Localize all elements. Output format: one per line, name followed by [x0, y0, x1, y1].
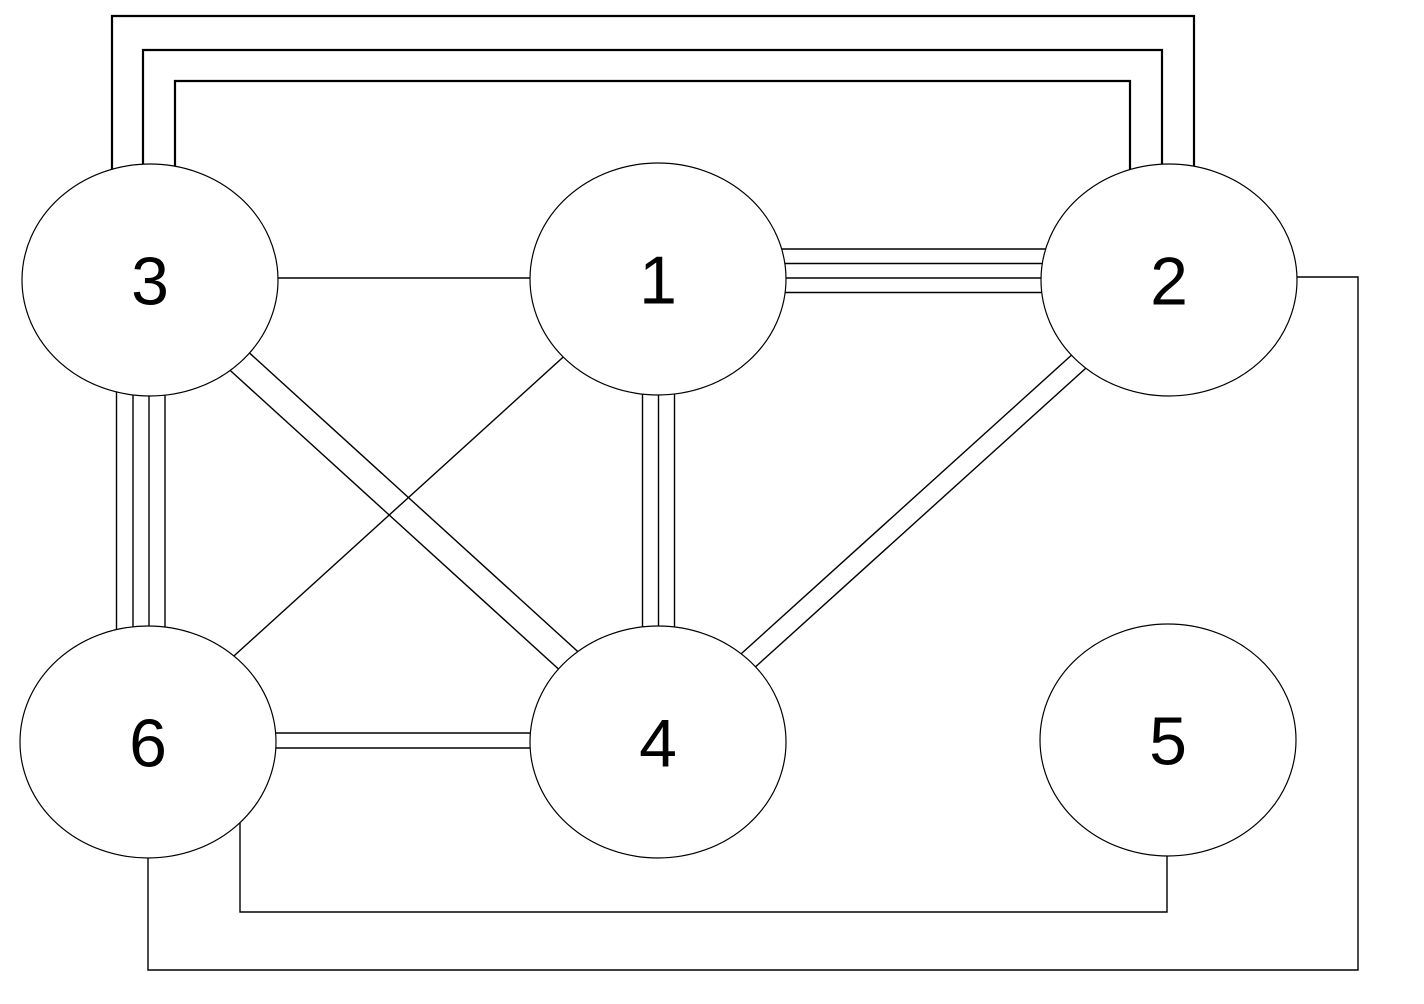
node-3-circle	[21, 163, 279, 397]
node-1-circle	[529, 162, 787, 396]
node-2: 2	[1040, 163, 1298, 397]
node-5: 5	[1039, 623, 1297, 857]
node-1-label: 1	[639, 242, 677, 318]
node-6-label: 6	[129, 705, 167, 781]
node-6-circle	[19, 625, 277, 859]
node-6: 6	[19, 625, 277, 859]
node-2-circle	[1040, 163, 1298, 397]
node-4: 4	[529, 625, 787, 859]
node-3: 3	[21, 163, 279, 397]
node-4-circle	[529, 625, 787, 859]
node-2-label: 2	[1150, 243, 1188, 319]
node-1: 1	[529, 162, 787, 396]
edge-3-2-line-1	[110, 14, 1196, 280]
node-5-label: 5	[1149, 703, 1187, 779]
node-3-label: 3	[131, 243, 169, 319]
node-4-label: 4	[639, 705, 677, 781]
node-5-circle	[1039, 623, 1297, 857]
